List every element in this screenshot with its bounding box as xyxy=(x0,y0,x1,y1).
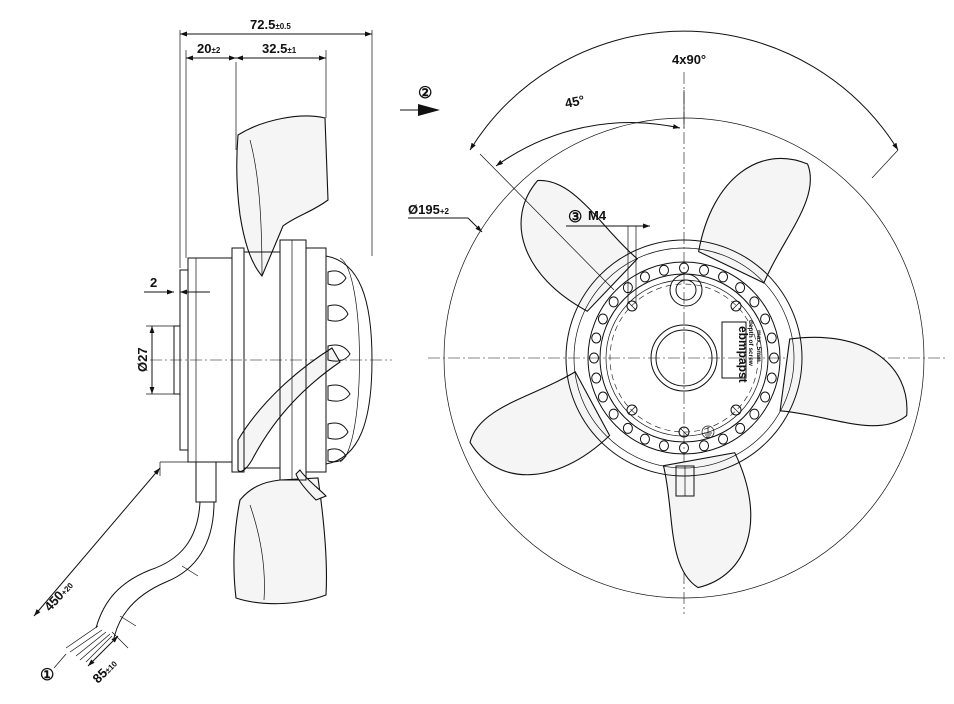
cooling-hole xyxy=(608,296,619,308)
cable-length-label: 450+20 xyxy=(41,577,76,614)
cooling-hole xyxy=(679,442,689,454)
front-blades xyxy=(469,157,908,589)
cooling-hole xyxy=(622,422,633,434)
front-blade-1 xyxy=(698,157,811,284)
fan-diameter-label: Ø195+2 xyxy=(408,202,449,217)
front-blade-4 xyxy=(469,370,611,476)
front-blade-2 xyxy=(779,336,908,427)
rotor-label: ebmpapst depth of screw max. 5mm xyxy=(721,320,762,383)
cooling-hole xyxy=(658,440,669,452)
depth-b-label: 32.5±1 xyxy=(262,41,297,56)
blade-pitch-label: 4x90° xyxy=(672,52,706,67)
cooling-hole xyxy=(735,422,746,434)
cable-leads xyxy=(65,625,113,663)
overall-depth-label: 72.5±0.5 xyxy=(250,17,291,32)
bolt-circle xyxy=(609,283,759,433)
cable-gland xyxy=(195,461,217,503)
flange-label: 2 xyxy=(150,275,157,290)
cooling-hole xyxy=(679,262,689,274)
cooling-hole xyxy=(597,313,608,325)
front-view: ebmpapst depth of screw max. 5mm xyxy=(428,72,946,614)
ground-symbol xyxy=(701,425,715,439)
cooling-hole xyxy=(658,264,669,276)
rotor-note-1: depth of screw xyxy=(747,320,754,367)
side-dimensions: 72.5±0.5 20±2 32.5±1 2 Ø27 450+20 xyxy=(33,17,373,686)
airflow-arrow xyxy=(418,104,440,116)
cooling-hole xyxy=(591,372,602,384)
cooling-slots xyxy=(327,270,351,463)
center-bore xyxy=(650,324,718,392)
callout-3: ③ xyxy=(568,209,582,226)
hub-outer xyxy=(565,239,803,477)
cooling-holes xyxy=(589,262,779,454)
upper-blade xyxy=(236,115,329,278)
cooling-hole xyxy=(766,332,777,344)
cooling-hole xyxy=(589,352,599,364)
cooling-hole xyxy=(699,440,710,452)
airflow-indicator: ② xyxy=(400,85,440,116)
side-view xyxy=(65,115,392,663)
depth-a-label: 20±2 xyxy=(197,41,221,56)
cable xyxy=(95,501,201,629)
cooling-hole xyxy=(591,332,602,344)
cooling-hole xyxy=(718,433,729,445)
front-blade-5 xyxy=(520,179,639,312)
thread-label: M4 xyxy=(588,208,607,223)
cooling-hole xyxy=(749,408,760,420)
angle-label: 45° xyxy=(564,92,586,111)
cooling-hole xyxy=(718,271,729,283)
middle-blade xyxy=(237,347,341,473)
cooling-hole xyxy=(608,408,619,420)
hub-diameter-label: Ø27 xyxy=(135,347,150,372)
mounting-holes xyxy=(626,300,742,438)
cooling-hole xyxy=(735,282,746,294)
front-dimensions: 4x90° 45° Ø195+2 ③ M4 xyxy=(408,30,899,304)
hub-stub xyxy=(173,325,181,395)
rotor-note-2: max. 5mm xyxy=(755,330,762,362)
callout-1: ① xyxy=(40,667,54,684)
cooling-hole xyxy=(639,271,650,283)
front-blade-3 xyxy=(662,452,752,589)
top-boss xyxy=(669,273,703,307)
cooling-hole xyxy=(749,296,760,308)
cooling-hole xyxy=(699,264,710,276)
cooling-hole xyxy=(639,433,650,445)
cooling-hole xyxy=(760,313,771,325)
lower-blade xyxy=(233,477,328,605)
cooling-hole xyxy=(760,391,771,403)
callout-2: ② xyxy=(418,85,432,102)
cooling-hole xyxy=(597,391,608,403)
cooling-hole xyxy=(769,352,779,364)
cooling-hole xyxy=(766,372,777,384)
brand-logo-text: ebmpapst xyxy=(736,326,750,383)
